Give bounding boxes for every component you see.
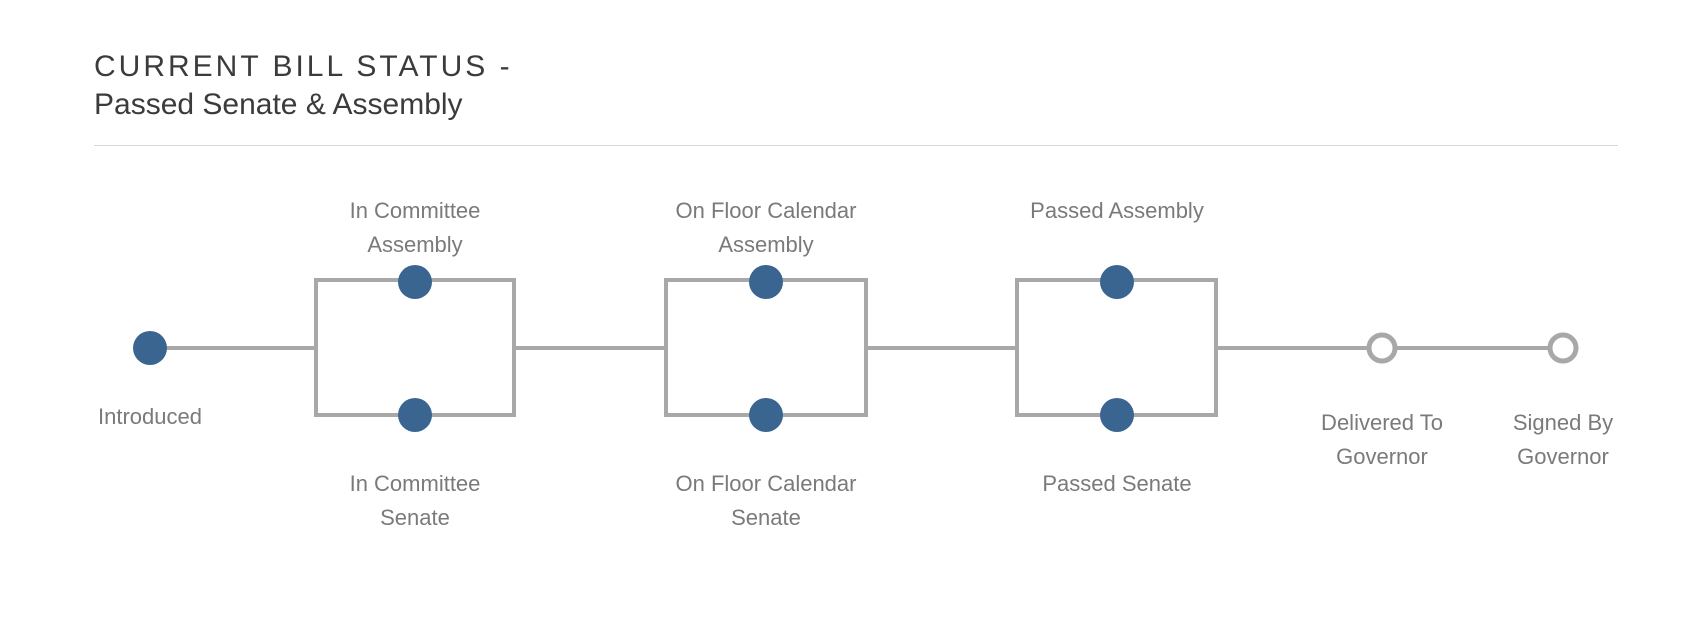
status-subtitle: Passed Senate & Assembly — [94, 88, 463, 121]
header-divider — [94, 145, 1618, 146]
delivered-to-governor-node[interactable] — [1366, 332, 1398, 364]
introduced-node[interactable] — [133, 331, 167, 365]
passed-assembly-label: Passed Assembly — [1030, 198, 1204, 223]
committee-branch-box — [314, 278, 516, 417]
introduced-label: Introduced — [98, 404, 202, 429]
bill-status-header: CURRENT BILL STATUS - Passed Senate & As… — [94, 48, 513, 124]
floor-calendar-branch-box — [664, 278, 868, 417]
committee-assembly-node[interactable] — [398, 265, 432, 299]
committee-senate-node[interactable] — [398, 398, 432, 432]
delivered-to-governor-label: Delivered To Governor — [1321, 410, 1443, 469]
floor-calendar-senate-node[interactable] — [749, 398, 783, 432]
passed-branch-box — [1015, 278, 1218, 417]
floor-calendar-senate-label: On Floor Calendar Senate — [675, 471, 857, 530]
status-title: CURRENT BILL STATUS - — [94, 50, 513, 83]
signed-by-governor-node[interactable] — [1547, 332, 1579, 364]
signed-by-governor-label: Signed By Governor — [1512, 410, 1614, 469]
floor-calendar-assembly-node[interactable] — [749, 265, 783, 299]
committee-senate-label: In Committee Senate — [349, 471, 481, 530]
passed-assembly-node[interactable] — [1100, 265, 1134, 299]
committee-assembly-label: In Committee Assembly — [349, 198, 481, 257]
passed-senate-node[interactable] — [1100, 398, 1134, 432]
floor-calendar-assembly-label: On Floor Calendar Assembly — [675, 198, 857, 257]
passed-senate-label: Passed Senate — [1042, 471, 1192, 496]
